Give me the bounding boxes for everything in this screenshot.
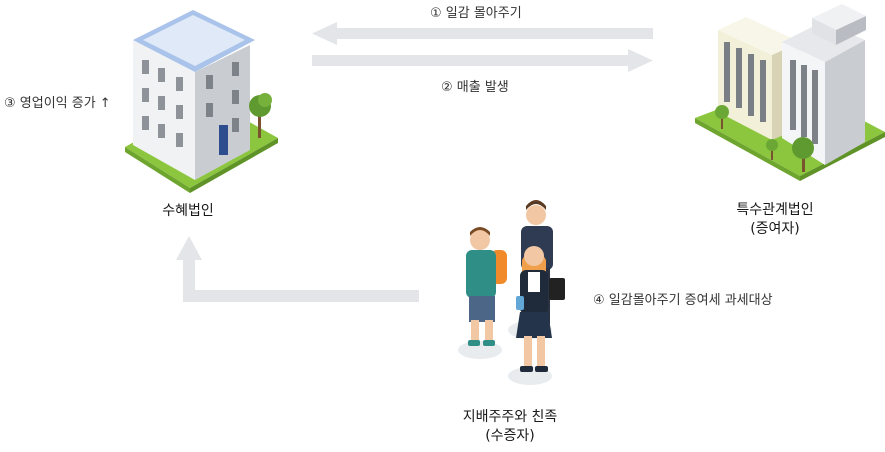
- arrow-left-gift: [312, 22, 653, 45]
- flow-label-sales: ② 매출 발생: [441, 80, 509, 95]
- shareholders-role: (수증자): [485, 428, 535, 444]
- shareholders-title: 지배주주와 친족 (수증자): [440, 408, 580, 446]
- flow-label-gift: ① 일감 몰아주기: [430, 6, 522, 21]
- beneficiary-name: 수혜법인: [162, 203, 214, 219]
- arrow-right-sales: [312, 49, 653, 72]
- family-group-icon: [458, 200, 565, 385]
- related-corp-title: 특수관계법인 (증여자): [725, 201, 825, 239]
- building-blue-roof-icon: [125, 10, 278, 193]
- beneficiary-title: 수혜법인: [138, 202, 238, 221]
- arrow-up-tax: [176, 236, 419, 302]
- related-corp-name: 특수관계법인: [736, 202, 814, 218]
- office-towers-icon: [695, 4, 885, 181]
- shareholders-name: 지배주주와 친족: [462, 409, 558, 425]
- flow-label-tax: ④ 일감몰아주기 증여세 과세대상: [593, 293, 773, 308]
- flow-label-profit: ③ 영업이익 증가 ↑: [4, 96, 111, 111]
- related-corp-role: (증여자): [750, 221, 800, 237]
